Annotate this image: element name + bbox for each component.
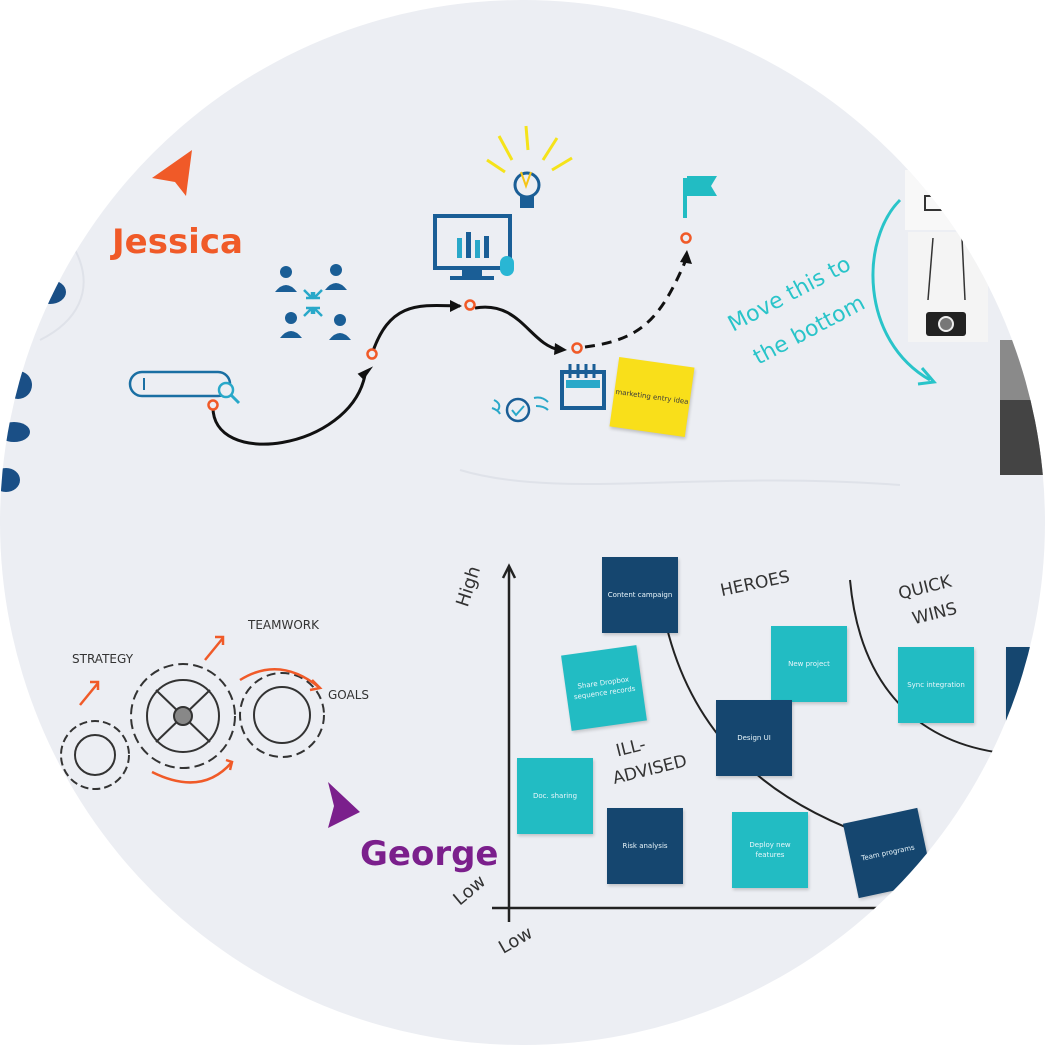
search-bar-icon (128, 370, 241, 405)
matrix-note[interactable]: Doc. sharing (517, 758, 593, 834)
gear-label-strategy: STRATEGY (72, 652, 134, 666)
team-icon (275, 264, 351, 340)
gears-icon (60, 663, 325, 790)
lightbulb-icon (486, 125, 573, 208)
matrix-note[interactable]: Share Dropbox sequence records (561, 645, 647, 731)
monitor-chart-icon (433, 214, 514, 280)
flow-path (211, 261, 687, 446)
matrix-note-partial[interactable] (1006, 647, 1045, 723)
annotation-arrow (871, 198, 931, 382)
george-cursor-label: George (360, 834, 499, 874)
jessica-cursor-label: Jessica (112, 222, 243, 262)
matrix-note[interactable]: Risk analysis (607, 808, 683, 884)
left-partial-shapes (0, 280, 66, 492)
matrix-note[interactable]: Sync integration (898, 647, 974, 723)
gear-label-goals: GOALS (328, 688, 370, 702)
matrix-note[interactable]: New project (771, 626, 847, 702)
calendar-icon (560, 364, 606, 410)
flow-nodes (207, 232, 692, 411)
matrix-note[interactable]: Deploy new features (732, 812, 808, 888)
matrix-axes (492, 563, 880, 922)
matrix-note[interactable]: Design UI (716, 700, 792, 776)
matrix-note[interactable]: Content campaign (602, 557, 678, 633)
alarm-clock-icon (491, 396, 549, 423)
gear-arrows (79, 635, 323, 784)
gear-label-teamwork: TEAMWORK (248, 618, 319, 632)
matrix-note[interactable]: Team programs (842, 807, 934, 899)
jessica-cursor-icon (152, 150, 192, 196)
flag-icon (683, 176, 717, 218)
george-cursor-icon (328, 782, 360, 828)
flow-arrowheads (357, 250, 692, 380)
camera-photo-icon (905, 170, 1045, 475)
sticky-note-yellow[interactable]: marketing entry idea (609, 357, 695, 437)
